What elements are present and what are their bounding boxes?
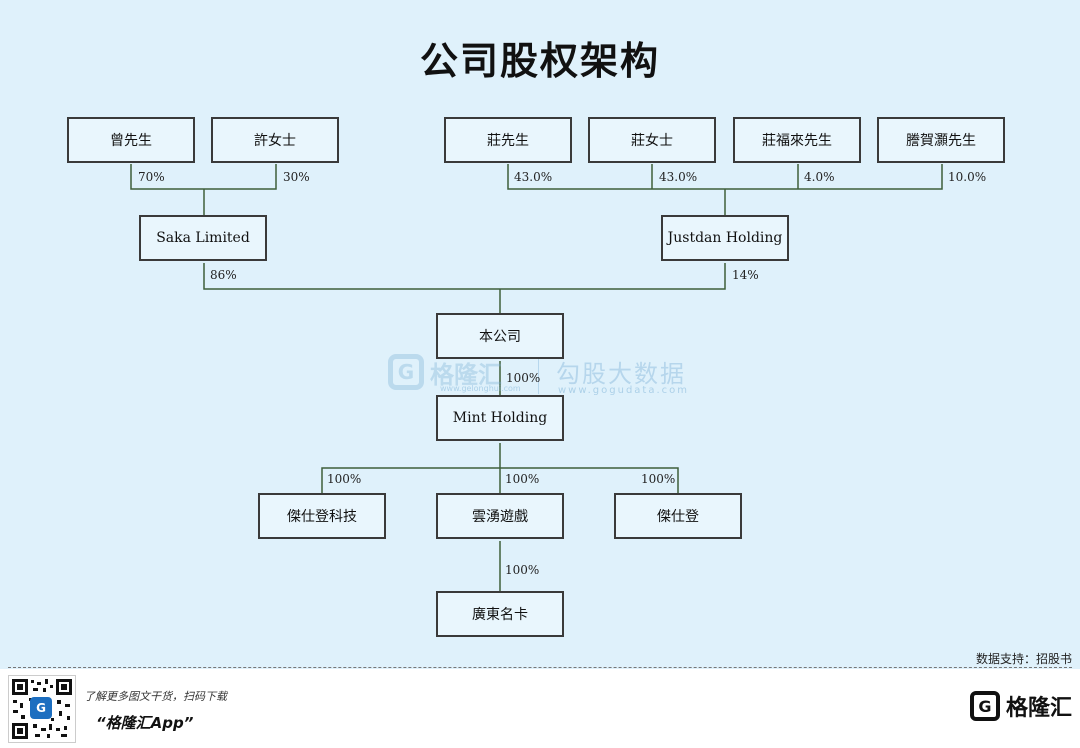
page-title: 公司股权架构 <box>419 39 660 83</box>
pct-mint-tech: 100% <box>327 472 362 486</box>
watermark-gogudata: 勾股大数据 <box>556 360 686 388</box>
node-justdan-holding: Justdan Holding <box>661 215 789 261</box>
node-yunyong: 雲湧遊戲 <box>436 493 564 539</box>
watermark-gogudata-site: www.gogudata.com <box>558 385 690 396</box>
node-mint-holding: Mint Holding <box>436 395 564 441</box>
node-xu: 許女士 <box>211 117 339 163</box>
gelonghui-logo-icon: G <box>969 691 1000 721</box>
pct-zeng: 70% <box>138 170 165 184</box>
pct-xu: 30% <box>283 170 310 184</box>
pct-mint-yunyong: 100% <box>505 472 540 486</box>
pct-zhuang-ms: 43.0% <box>659 170 698 184</box>
pct-teng: 10.0% <box>948 170 987 184</box>
promo-app-name: “格隆汇App” <box>96 714 194 732</box>
node-teng: 謄賀灝先生 <box>877 117 1005 163</box>
qr-logo-icon: G <box>30 697 52 719</box>
pct-company-mint: 100% <box>506 371 541 385</box>
watermark-brand: 格隆汇 <box>430 360 502 389</box>
node-zhuang-ms: 莊女士 <box>588 117 716 163</box>
node-jiesd: 傑仕登 <box>614 493 742 539</box>
brand-name: 格隆汇 <box>1005 696 1072 721</box>
pct-mint-jiesd: 100% <box>641 472 676 486</box>
node-zhuang-fulai: 莊福來先生 <box>733 117 861 163</box>
footer-divider <box>8 667 1072 668</box>
pct-saka: 86% <box>210 268 237 282</box>
node-saka-limited: Saka Limited <box>139 215 267 261</box>
node-zhuang-mr: 莊先生 <box>444 117 572 163</box>
gelonghui-logo-icon: G <box>388 354 424 390</box>
node-company: 本公司 <box>436 313 564 359</box>
footer-brand: G 格隆汇 <box>969 690 1072 722</box>
watermark-separator <box>538 352 539 394</box>
promo-text: 了解更多图文干货，扫码下载 <box>84 690 227 703</box>
data-source-note: 数据支持：招股书 <box>975 652 1072 666</box>
watermark-logo: G 格隆汇 <box>388 354 502 390</box>
pct-zhuang-fulai: 4.0% <box>804 170 835 184</box>
node-guangdong: 廣東名卡 <box>436 591 564 637</box>
watermark-site: www.gelonghui.com <box>440 384 521 393</box>
pct-justdan: 14% <box>732 268 759 282</box>
pct-zhuang-mr: 43.0% <box>514 170 553 184</box>
node-jiesd-tech: 傑仕登科技 <box>258 493 386 539</box>
footer <box>0 669 1080 748</box>
node-zeng: 曾先生 <box>67 117 195 163</box>
pct-yunyong-guangdong: 100% <box>505 563 540 577</box>
